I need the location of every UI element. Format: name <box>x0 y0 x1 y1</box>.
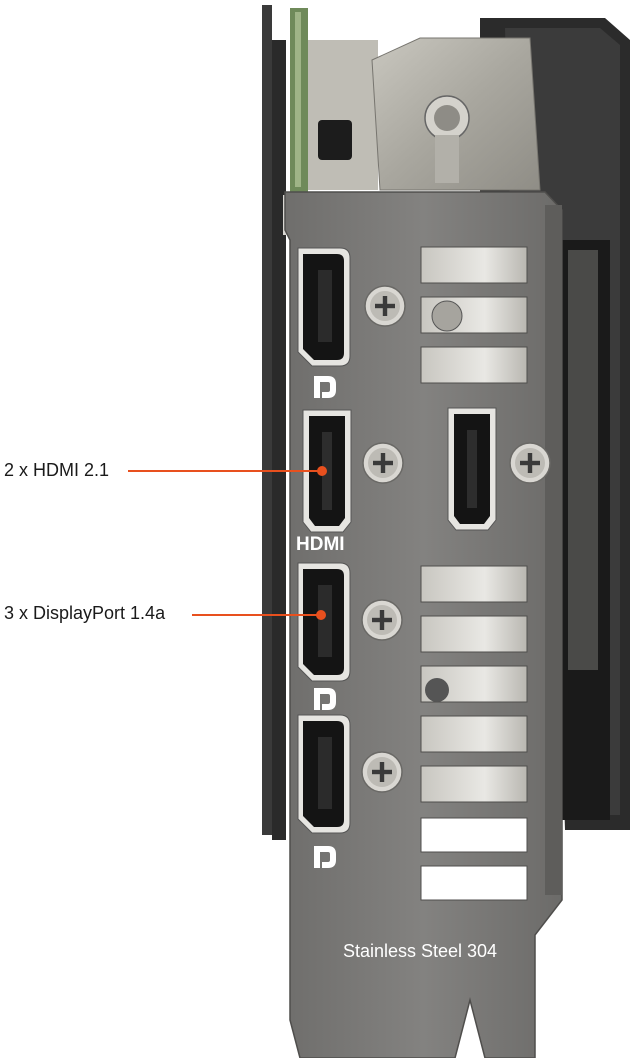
hdmi-port-2 <box>447 407 497 531</box>
hdmi-callout-dot <box>317 466 327 476</box>
bracket-material-text: Stainless Steel 304 <box>343 941 497 961</box>
displayport-port-2 <box>297 562 351 682</box>
hdmi-callout-line <box>128 470 321 472</box>
hdmi-callout-label: 2 x HDMI 2.1 <box>4 460 110 480</box>
displayport-callout-label: 3 x DisplayPort 1.4a <box>4 603 166 623</box>
displayport-callout-dot <box>316 610 326 620</box>
displayport-port-3 <box>297 714 351 834</box>
hdmi-logo-text: HDMI <box>296 534 345 555</box>
displayport-port-1 <box>297 247 351 367</box>
displayport-callout-line <box>192 614 320 616</box>
vent-slots <box>420 246 528 901</box>
